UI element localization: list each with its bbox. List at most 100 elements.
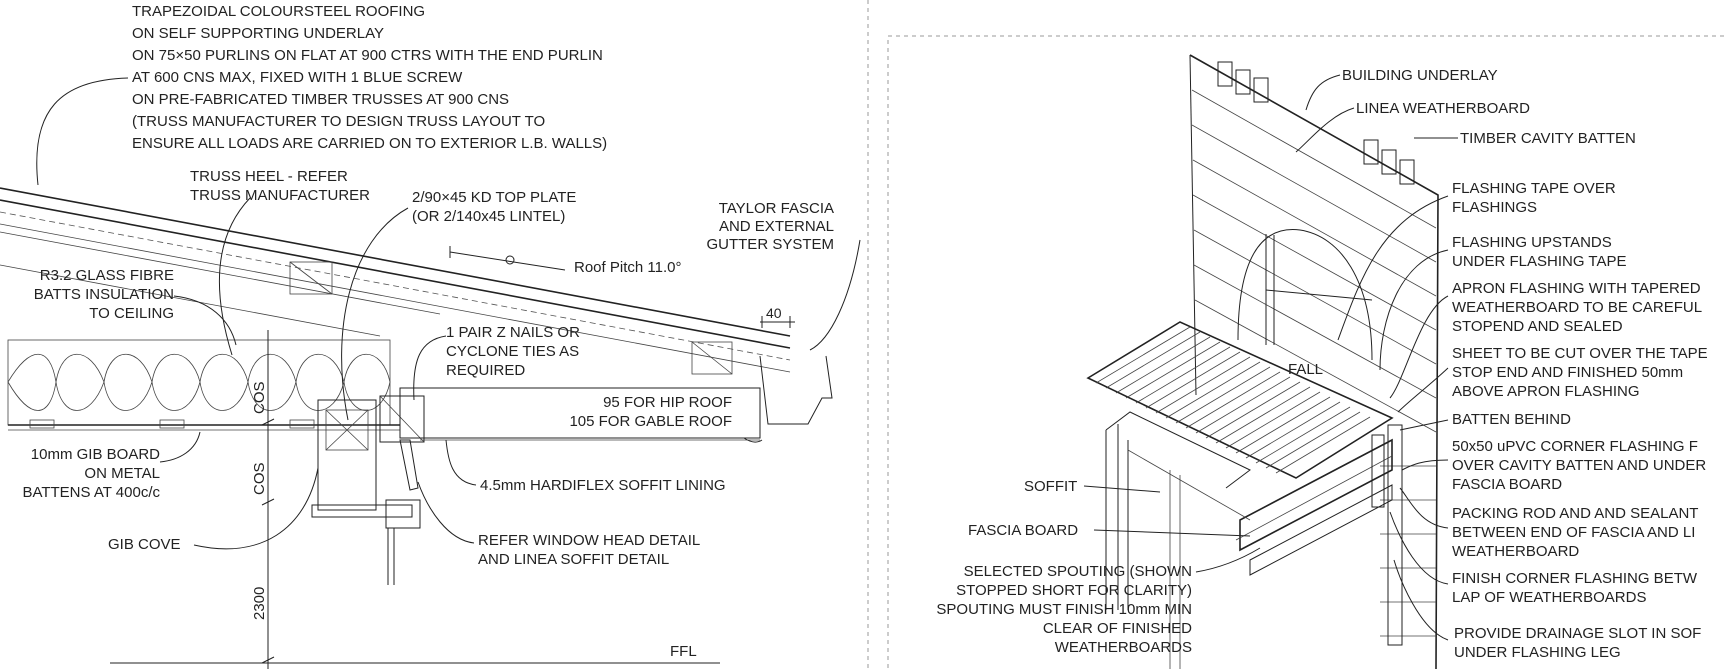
corner-flashing-line-2: OVER CAVITY BATTEN AND UNDER [1452, 457, 1706, 474]
insulation-line-2: BATTS INSULATION [34, 286, 174, 303]
spouting-line-4: CLEAR OF FINISHED [1043, 620, 1192, 637]
leader-insulation [173, 295, 237, 346]
leader-building-underlay [1305, 74, 1341, 111]
left-labels: TRAPEZOIDAL COLOURSTEEL ROOFING ON SELF … [22, 3, 834, 660]
z-nails-line-2: CYCLONE TIES AS [446, 343, 579, 360]
finish-corner-line-2: LAP OF WEATHERBOARDS [1452, 589, 1646, 606]
leader-linea-weatherboard [1295, 107, 1355, 153]
fascia-board-label: FASCIA BOARD [968, 522, 1078, 539]
leader-flashing-upstands [1379, 249, 1449, 371]
leader-truss-heel [218, 197, 251, 356]
roof-pitch-symbol [449, 246, 566, 271]
right-3d-detail [887, 35, 1726, 669]
fascia-line-2: AND EXTERNAL [719, 218, 834, 235]
truss-heel-line-1: TRUSS HEEL - REFER [190, 168, 348, 185]
dimension-40 [760, 316, 795, 328]
window-arch [1237, 229, 1373, 361]
cos-upper-label: COS [251, 381, 268, 414]
drainage-line-2: UNDER FLASHING LEG [1454, 644, 1621, 661]
z-nails-line-1: 1 PAIR Z NAILS OR [446, 324, 580, 341]
batten-behind-label: BATTEN BEHIND [1452, 411, 1571, 428]
leader-batten-behind [1399, 419, 1449, 431]
window-head-line-1: REFER WINDOW HEAD DETAIL [478, 532, 700, 549]
gib-board-line-1: 10mm GIB BOARD [31, 446, 160, 463]
packing-rod-line-1: PACKING ROD AND AND SEALANT [1452, 505, 1698, 522]
leader-gib-cove [193, 467, 319, 550]
leader-z-nails [413, 335, 447, 401]
weatherboard-wall [1189, 54, 1439, 669]
soffit-lining-label: 4.5mm HARDIFLEX SOFFIT LINING [480, 477, 726, 494]
leader-packing-rod [1399, 487, 1449, 529]
sheet-cut-line-2: STOP END AND FINISHED 50mm [1452, 364, 1683, 381]
truss-heel-line-2: TRUSS MANUFACTURER [190, 187, 370, 204]
soffit-label: SOFFIT [1024, 478, 1077, 495]
left-section-detail [0, 77, 861, 669]
packing-rod-line-2: BETWEEN END OF FASCIA AND LI [1452, 524, 1695, 541]
corner-flashing-line-1: 50x50 uPVC CORNER FLASHING F [1452, 438, 1698, 455]
flashing-upstands-line-1: FLASHING UPSTANDS [1452, 234, 1612, 251]
soffit-lining [399, 387, 761, 439]
leader-top-plate [341, 207, 409, 421]
roofing-note-line-6: (TRUSS MANUFACTURER TO DESIGN TRUSS LAYO… [132, 113, 545, 130]
gib-board-line-2: ON METAL [84, 465, 160, 482]
spouting-line-3: SPOUTING MUST FINISH 10mm MIN [936, 601, 1192, 618]
purlin-upper [289, 261, 333, 295]
roofing-note-line-5: ON PRE-FABRICATED TIMBER TRUSSES AT 900 … [132, 91, 509, 108]
leader-flashing-tape [1337, 195, 1449, 341]
fascia-line-1: TAYLOR FASCIA [719, 200, 834, 217]
ffl-label: FFL [670, 643, 697, 660]
insulation-batts [7, 339, 391, 426]
leader-apron [1389, 295, 1449, 399]
gutter [759, 355, 833, 425]
z-nails-line-3: REQUIRED [446, 362, 525, 379]
roof-pitch-label: Roof Pitch 11.0° [574, 259, 681, 276]
corrugated-roof [1086, 321, 1394, 479]
leader-soffit [1083, 485, 1161, 493]
finish-corner-line-1: FINISH CORNER FLASHING BETW [1452, 570, 1698, 587]
top-plate-line-2: (OR 2/140x45 LINTEL) [412, 208, 565, 225]
apron-flashing-line-2: WEATHERBOARD TO BE CAREFUL [1452, 299, 1702, 316]
apron-flashing-line-1: APRON FLASHING WITH TAPERED [1452, 280, 1701, 297]
roof-sheet [0, 187, 791, 373]
roofing-note-line-2: ON SELF SUPPORTING UNDERLAY [132, 25, 384, 42]
window-head-line-2: AND LINEA SOFFIT DETAIL [478, 551, 669, 568]
drainage-line-1: PROVIDE DRAINAGE SLOT IN SOF [1454, 625, 1701, 642]
packing-rod-line-3: WEATHERBOARD [1452, 543, 1579, 560]
leader-drainage [1393, 559, 1449, 641]
dimension-40-label: 40 [766, 305, 782, 321]
hip-roof-label: 95 FOR HIP ROOF [603, 394, 732, 411]
gib-cove-label: GIB COVE [108, 536, 181, 553]
purlin-lower [691, 341, 733, 375]
fall-label: FALL [1288, 361, 1323, 378]
leader-spouting [1195, 547, 1261, 573]
roofing-note-line-1: TRAPEZOIDAL COLOURSTEEL ROOFING [132, 3, 425, 20]
soffit-framing [1105, 411, 1251, 669]
cyclone-tie [399, 439, 419, 491]
fascia-and-spouting [1235, 424, 1403, 646]
roofing-note-line-7: ENSURE ALL LOADS ARE CARRIED ON TO EXTER… [132, 135, 607, 152]
leader-sheet-cut [1397, 367, 1449, 413]
roofing-note-line-3: ON 75×50 PURLINS ON FLAT AT 900 CTRS WIT… [132, 47, 603, 64]
insulation-line-1: R3.2 GLASS FIBRE [40, 267, 174, 284]
sheet-cut-line-3: ABOVE APRON FLASHING [1452, 383, 1640, 400]
building-underlay-label: BUILDING UNDERLAY [1342, 67, 1498, 84]
flashing-tape-line-1: FLASHING TAPE OVER [1452, 180, 1616, 197]
wall-framing [311, 395, 425, 585]
leader-soffit-lining [445, 439, 477, 486]
insulation-line-3: TO CEILING [89, 305, 174, 322]
apron-flashing-line-3: STOPEND AND SEALED [1452, 318, 1623, 335]
leader-fascia-board [1093, 529, 1251, 537]
flashing-upstands-line-2: UNDER FLASHING TAPE [1452, 253, 1626, 270]
leader-window-head [417, 481, 475, 544]
spouting-line-2: STOPPED SHORT FOR CLARITY) [956, 582, 1192, 599]
fascia-line-3: GUTTER SYSTEM [706, 236, 834, 253]
timber-batten-label: TIMBER CAVITY BATTEN [1460, 130, 1636, 147]
spouting-line-5: WEATHERBOARDS [1055, 639, 1192, 656]
gib-board-line-3: BATTENS AT 400c/c [22, 484, 160, 501]
flashing-tape-line-2: FLASHINGS [1452, 199, 1537, 216]
top-plate-line-1: 2/90×45 KD TOP PLATE [412, 189, 576, 206]
leader-finish-corner [1389, 511, 1449, 585]
linea-weatherboard-label: LINEA WEATHERBOARD [1356, 100, 1530, 117]
leader-gib-board [159, 431, 201, 463]
